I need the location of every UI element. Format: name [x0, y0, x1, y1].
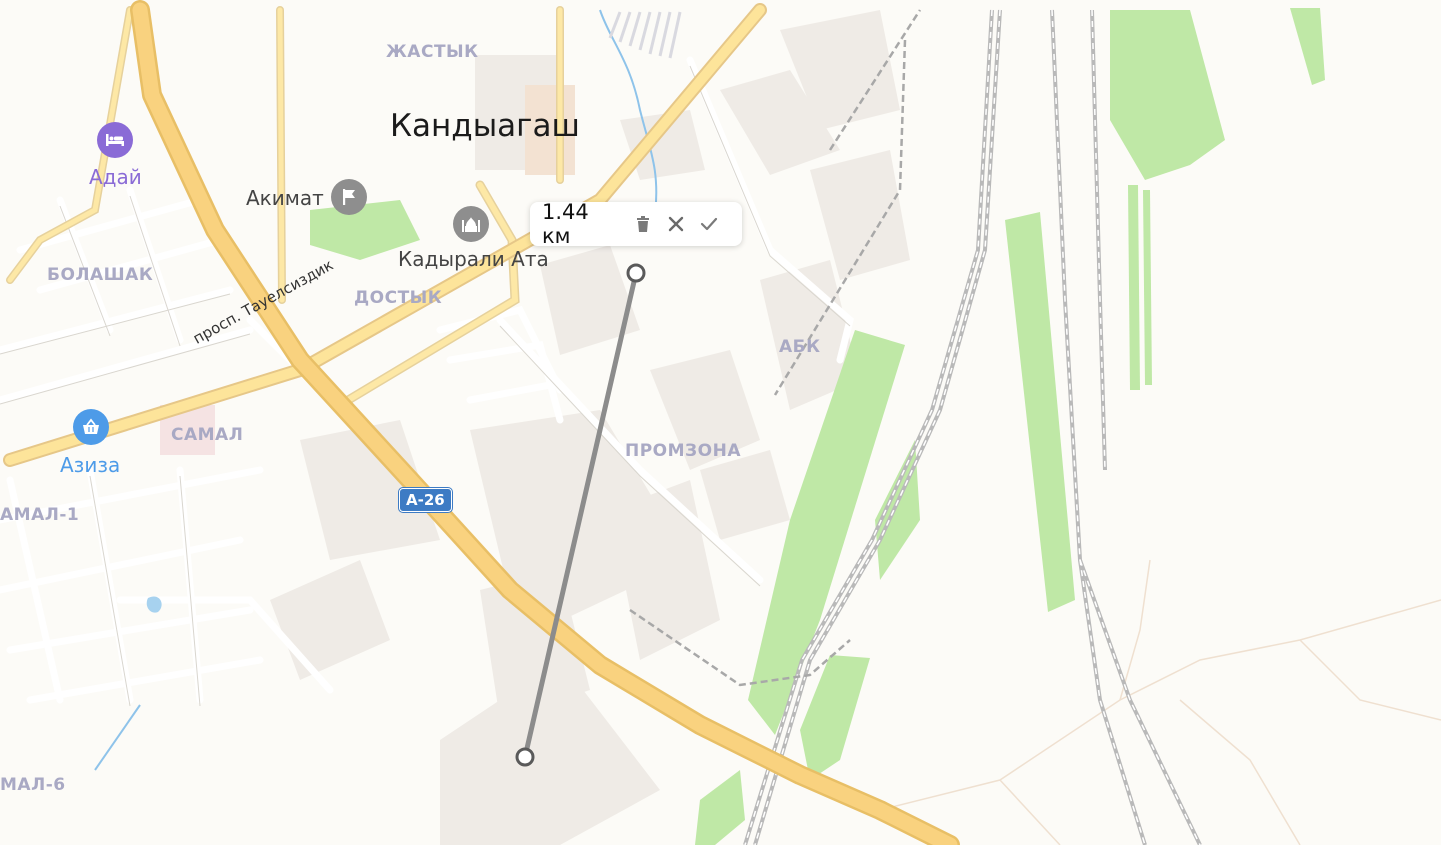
poi-label-aziza[interactable]: Азиза	[60, 453, 121, 477]
canal	[94, 704, 141, 771]
district-label-samal-1: АМАЛ-1	[0, 505, 80, 525]
poi-label-kadyrali[interactable]: Кадырали Ата	[398, 247, 549, 271]
railway-sidings	[629, 9, 922, 687]
flag-icon[interactable]	[331, 179, 367, 215]
district-label-samal: САМАЛ	[171, 425, 244, 445]
confirm-ruler-button[interactable]	[697, 210, 722, 238]
highway-a26	[130, 0, 960, 845]
bed-icon[interactable]	[97, 122, 133, 158]
pond	[146, 596, 162, 613]
railway-dashes	[744, 9, 1201, 845]
district-label-bolashak: БОЛАШАК	[47, 265, 154, 285]
poi-label-akimat[interactable]: Акимат	[246, 186, 324, 210]
district-label-promzona: ПРОМЗОНА	[625, 441, 741, 461]
basket-icon[interactable]	[73, 409, 109, 445]
ruler-popup: 1.44 км	[530, 200, 742, 248]
district-label-abk: АБК	[779, 337, 821, 357]
poi-label-adai[interactable]: Адай	[89, 165, 142, 189]
check-icon	[701, 217, 718, 231]
ruler-point-start[interactable]	[624, 261, 648, 285]
trash-icon	[636, 216, 649, 232]
parking-lot	[608, 11, 682, 59]
ruler-point-end[interactable]	[513, 745, 537, 769]
dirt-tracks	[879, 559, 1441, 845]
road-shield: A-26	[399, 488, 452, 512]
park-areas	[310, 8, 1325, 845]
street-outlines	[0, 65, 851, 707]
ruler-line	[522, 270, 639, 760]
minor-streets	[0, 56, 854, 704]
mosque-icon[interactable]	[453, 206, 489, 242]
delete-ruler-button[interactable]	[630, 210, 655, 238]
city-label[interactable]: Кандыагаш	[390, 108, 580, 144]
ruler-distance: 1.44 км	[542, 200, 589, 248]
cancel-ruler-button[interactable]	[663, 210, 688, 238]
close-icon	[668, 216, 684, 232]
district-label-dostyk: ДОСТЫК	[354, 288, 443, 308]
district-label-samal-6: МАЛ-6	[0, 775, 66, 795]
building-blocks	[160, 10, 910, 845]
district-label-zhastyk: ЖАСТЫК	[386, 42, 479, 62]
major-streets	[3, 3, 767, 467]
